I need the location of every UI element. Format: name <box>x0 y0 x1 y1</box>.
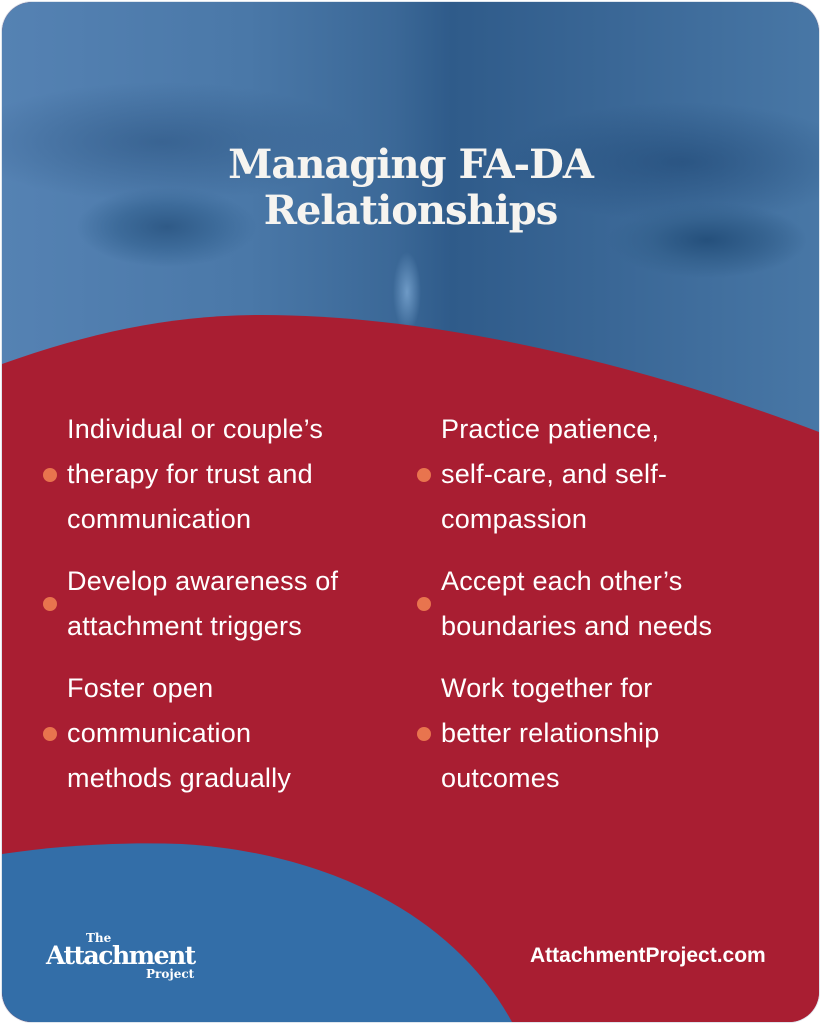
attachment-project-logo: The Attachment Project <box>46 931 198 983</box>
list-item: Practice patience, self-care, and self- … <box>417 407 667 542</box>
list-item: Work together for better relationship ou… <box>417 666 659 801</box>
title-line-1: Managing FA-DA <box>228 141 594 188</box>
tip-text: Foster open communication methods gradua… <box>67 673 292 793</box>
bullet-dot-icon <box>417 726 431 741</box>
list-item: Foster open communication methods gradua… <box>43 666 291 801</box>
tip-text: Practice patience, self-care, and self- … <box>441 414 668 534</box>
list-item: Develop awareness of attachment triggers <box>43 559 338 649</box>
bullet-dot-icon <box>417 597 431 611</box>
page-title: Managing FA-DA Relationships <box>2 142 819 234</box>
tip-text: Develop awareness of attachment triggers <box>67 566 339 641</box>
logo-attachment: Attachment <box>46 941 196 970</box>
tip-text: Work together for better relationship ou… <box>441 673 660 793</box>
website-link[interactable]: AttachmentProject.com <box>530 944 766 967</box>
blue-wave-bottom <box>2 843 512 1022</box>
title-line-2: Relationships <box>263 187 559 234</box>
logo-project: Project <box>146 967 195 981</box>
tip-text: Accept each other’s boundaries and needs <box>441 566 713 641</box>
logo-the: The <box>86 931 112 945</box>
list-item: Accept each other’s boundaries and needs <box>417 559 712 649</box>
bullet-dot-icon <box>417 467 431 482</box>
list-item: Individual or couple’s therapy for trust… <box>43 407 323 542</box>
bullet-dot-icon <box>43 726 57 741</box>
bullet-dot-icon <box>43 467 57 482</box>
bullet-dot-icon <box>43 597 57 611</box>
red-wave-top <box>2 315 819 1022</box>
tip-text: Individual or couple’s therapy for trust… <box>67 414 324 534</box>
